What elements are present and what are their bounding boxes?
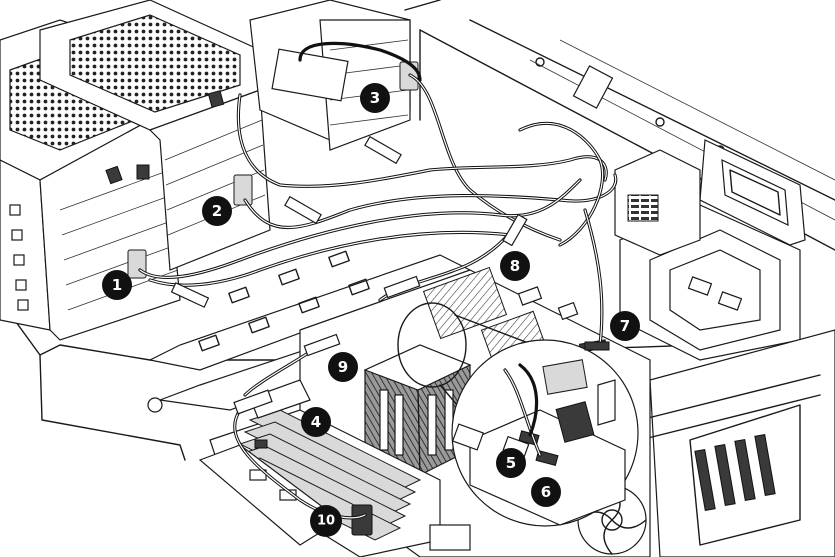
cable-connectors — [170, 135, 610, 415]
callout-3-label: 3 — [370, 89, 380, 107]
callout-2: 2 — [202, 196, 232, 226]
callout-7-label: 7 — [620, 317, 630, 335]
callout-6-badge — [531, 477, 561, 507]
expansion-slots — [639, 329, 835, 557]
callout-10-badge — [310, 505, 342, 537]
power-supply-bays — [614, 149, 801, 361]
callout-4-badge — [301, 407, 331, 437]
callout-3: 3 — [360, 83, 390, 113]
callout-8-badge — [500, 251, 530, 281]
callout-2-badge — [202, 196, 232, 226]
callout-1: 1 — [102, 270, 132, 300]
callout-5-label: 5 — [506, 454, 516, 472]
callout-7-badge — [610, 311, 640, 341]
callout-7: 7 — [610, 311, 640, 341]
callout-9: 9 — [328, 352, 358, 382]
callout-2-label: 2 — [212, 202, 222, 220]
callout-10-label: 10 — [317, 514, 335, 529]
callout-5: 5 — [496, 448, 526, 478]
callout-9-label: 9 — [338, 358, 348, 376]
callout-1-badge — [102, 270, 132, 300]
callout-5-badge — [496, 448, 526, 478]
callout-4: 4 — [301, 407, 331, 437]
callout-3-badge — [360, 83, 390, 113]
callout-4-label: 4 — [311, 413, 321, 431]
board-components-lower — [198, 444, 471, 551]
callout-9-badge — [328, 352, 358, 382]
callout-10: 10 — [310, 505, 342, 537]
detail-circle-large — [451, 339, 639, 527]
callout-6: 6 — [531, 477, 561, 507]
cables — [138, 41, 618, 520]
callout-8: 8 — [500, 251, 530, 281]
drive-cage-rear — [249, 0, 411, 151]
side-handle — [699, 139, 806, 246]
callout-6-label: 6 — [541, 483, 551, 501]
callout-8-label: 8 — [510, 257, 520, 275]
callout-1-label: 1 — [112, 276, 122, 294]
